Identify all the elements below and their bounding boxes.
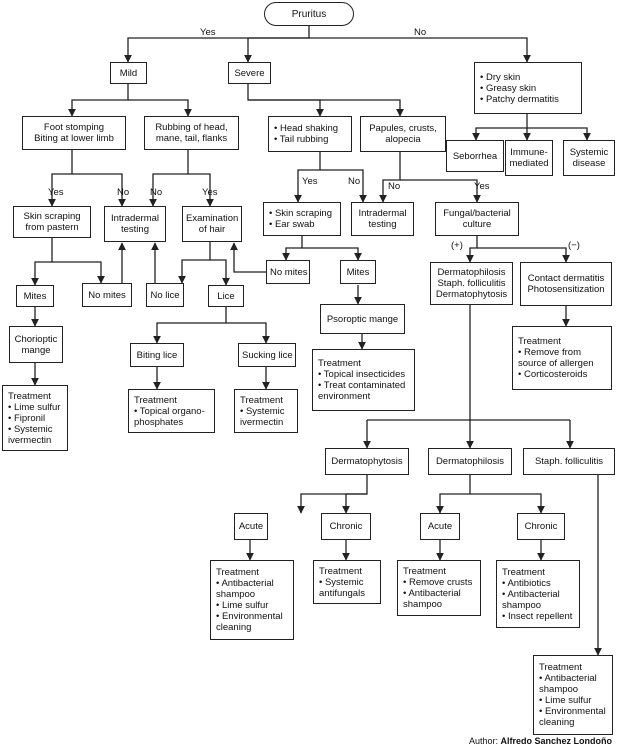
author-prefix: Author:: [468, 736, 501, 746]
node-severe: Severe: [228, 62, 271, 84]
node-dermatophytosis: Dermatophytosis: [325, 448, 409, 475]
node-dry-skin: • Dry skin• Greasy skin• Patchy dermatit…: [474, 62, 582, 114]
author-credit: Author: Alfredo Sanchez Londoño: [469, 736, 612, 746]
node-treatment-dermatophilosis-chronic: Treatment• Antibiotics• Antibacterial sh…: [496, 560, 580, 628]
edge-label-yes: Yes: [474, 181, 490, 192]
node-treatment-dermatophilosis-acute: Treatment• Remove crusts• Antibacterial …: [397, 560, 481, 616]
node-treatment-biting-lice: Treatment• Topical organo- phosphates: [128, 389, 215, 433]
node-treatment-psoroptic: Treatment• Topical insecticides• Treat c…: [312, 349, 415, 411]
edge-label-no: No: [388, 181, 401, 192]
node-acute: Acute: [420, 513, 460, 540]
node-no-lice: No lice: [146, 283, 184, 307]
node-mites: Mites: [16, 285, 54, 307]
node-mild: Mild: [110, 62, 147, 84]
edge-label-yes: Yes: [48, 187, 64, 198]
edge-label-no: No: [150, 187, 163, 198]
node-immune-mediated: Immune-mediated: [505, 140, 553, 176]
node-staph-folliculitis: Staph. folliculitis: [523, 448, 615, 475]
edge-label-yes: Yes: [200, 27, 216, 38]
node-treatment-staph: Treatment• Antibacterial shampoo• Lime s…: [533, 655, 613, 735]
node-sucking-lice: Sucking lice: [238, 343, 296, 367]
node-chronic: Chronic: [321, 513, 371, 540]
node-lice: Lice: [208, 285, 244, 307]
node-treatment-sucking-lice: Treatment• Systemic ivermectin: [234, 389, 298, 433]
node-treatment-chorioptic: Treatment• Lime sulfur• Fipronil• System…: [2, 385, 68, 451]
node-seborrhea: Seborrhea: [446, 140, 504, 172]
node-pruritus: Pruritus: [264, 2, 354, 26]
node-acute: Acute: [234, 513, 268, 540]
node-chronic: Chronic: [517, 513, 565, 540]
edge-label-yes: Yes: [302, 176, 318, 187]
node-no-mites: No mites: [82, 283, 132, 307]
node-mites: Mites: [340, 260, 376, 284]
edge-label-negative: (−): [568, 240, 580, 251]
edge-label-no: No: [414, 27, 427, 38]
node-papules: Papules, crusts,alopecia: [360, 116, 446, 152]
node-psoroptic-mange: Psoroptic mange: [320, 304, 405, 334]
node-head-shaking: • Head shaking• Tail rubbing: [268, 116, 352, 152]
edge-label-no: No: [348, 176, 361, 187]
node-dermatophilosis: Dermatophilosis: [428, 448, 512, 475]
node-no-mites: No mites: [266, 260, 310, 284]
edge-label-positive: (+): [451, 240, 463, 251]
node-treatment-contact: Treatment• Remove from source of allerge…: [512, 326, 612, 390]
edge-label-no: No: [117, 187, 130, 198]
edge-label-yes: Yes: [202, 187, 218, 198]
node-rubbing: Rubbing of head,mane, tail, flanks: [144, 116, 239, 150]
author-name: Alfredo Sanchez Londoño: [500, 736, 613, 746]
node-skin-scraping-ear-swab: • Skin scraping• Ear swab: [263, 202, 341, 236]
node-biting-lice: Biting lice: [130, 343, 184, 367]
node-treatment-dermatophytosis-acute: Treatment• Antibacterial shampoo• Lime s…: [210, 560, 294, 640]
node-treatment-dermatophytosis-chronic: Treatment• Systemic antifungals: [313, 560, 381, 604]
